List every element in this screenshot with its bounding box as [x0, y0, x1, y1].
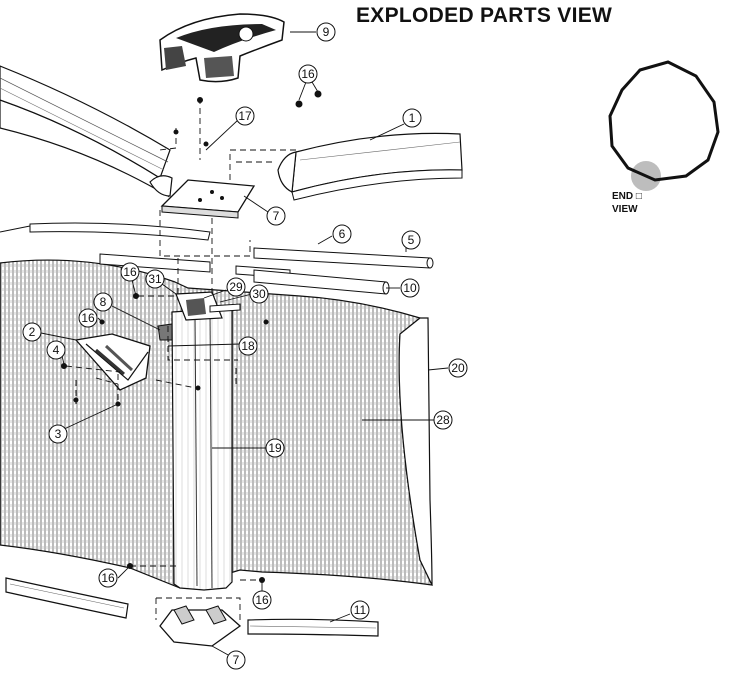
stabilizer-rails	[0, 222, 434, 295]
svg-text:17: 17	[238, 109, 252, 123]
screw-icon	[197, 97, 203, 103]
callout-20: 20	[448, 358, 468, 378]
svg-text:6: 6	[339, 227, 346, 241]
svg-text:29: 29	[229, 280, 243, 294]
bolt-icon	[295, 100, 303, 108]
svg-text:31: 31	[148, 272, 162, 286]
callout-9: 9	[316, 22, 336, 42]
callout-3: 3	[48, 424, 68, 444]
top-rail-left	[0, 65, 173, 198]
svg-text:5: 5	[408, 233, 415, 247]
svg-text:11: 11	[354, 603, 367, 617]
top-cap	[159, 13, 285, 83]
svg-text:16: 16	[301, 67, 315, 81]
callout-18: 18	[238, 336, 258, 356]
upper-bracket	[175, 291, 241, 321]
callout-2: 2	[22, 322, 42, 342]
svg-text:10: 10	[403, 281, 417, 295]
svg-text:16: 16	[255, 593, 269, 607]
top-plate	[160, 179, 256, 219]
callout-10: 10	[400, 278, 420, 298]
screw-icon	[195, 385, 201, 391]
end-view-figure	[608, 60, 720, 191]
screw-icon	[73, 397, 79, 403]
svg-text:16: 16	[123, 265, 137, 279]
screw-icon	[203, 141, 209, 147]
end-view-polygon	[608, 60, 720, 182]
leader-lines	[35, 31, 449, 657]
alignment-lines	[65, 98, 296, 620]
bolt-icon	[314, 90, 322, 98]
callout-16-skimmer: 16	[78, 308, 98, 328]
callout-19: 19	[265, 438, 285, 458]
svg-text:3: 3	[55, 427, 62, 441]
screw-icon	[61, 363, 67, 369]
bottom-rails	[5, 577, 379, 637]
callout-11: 11	[350, 600, 370, 620]
svg-text:20: 20	[451, 361, 465, 375]
end-view-label: END □ VIEW	[612, 190, 642, 216]
svg-text:4: 4	[53, 343, 60, 357]
svg-text:7: 7	[233, 653, 240, 667]
svg-text:2: 2	[29, 325, 36, 339]
callout-8: 8	[93, 292, 113, 312]
callout-16-bracket: 16	[120, 262, 140, 282]
callout-1: 1	[402, 108, 422, 128]
screw-icon	[173, 129, 179, 135]
top-rail-right	[277, 132, 463, 201]
svg-text:7: 7	[273, 209, 280, 223]
callout-28: 28	[433, 410, 453, 430]
callout-17: 17	[235, 106, 255, 126]
svg-text:18: 18	[241, 339, 255, 353]
svg-text:16: 16	[101, 571, 115, 585]
callout-31: 31	[145, 269, 165, 289]
callout-16-bottom-left: 16	[98, 568, 118, 588]
svg-text:1: 1	[409, 111, 416, 125]
upright-post	[171, 307, 233, 591]
svg-text:19: 19	[268, 441, 282, 455]
callout-16-bottom-right: 16	[252, 590, 272, 610]
screw-icon	[259, 577, 265, 583]
end-view-label-line2: VIEW	[612, 204, 638, 215]
callout-5: 5	[401, 230, 421, 250]
callout-29: 29	[226, 277, 246, 297]
callout-7-bottom: 7	[226, 650, 246, 670]
svg-text:8: 8	[100, 295, 107, 309]
skimmer-bracket	[74, 323, 173, 391]
end-view-label-line1: END □	[612, 191, 642, 202]
diagram-title: EXPLODED PARTS VIEW	[356, 4, 613, 27]
callout-4: 4	[46, 340, 66, 360]
callout-16-top: 16	[298, 64, 318, 84]
callout-30: 30	[249, 284, 269, 304]
bottom-plate	[159, 605, 242, 647]
svg-text:28: 28	[436, 413, 450, 427]
svg-text:16: 16	[81, 311, 95, 325]
screw-icon	[263, 319, 269, 325]
svg-text:9: 9	[323, 25, 330, 39]
callout-6: 6	[332, 224, 352, 244]
callout-7-top: 7	[266, 206, 286, 226]
svg-text:30: 30	[252, 287, 266, 301]
